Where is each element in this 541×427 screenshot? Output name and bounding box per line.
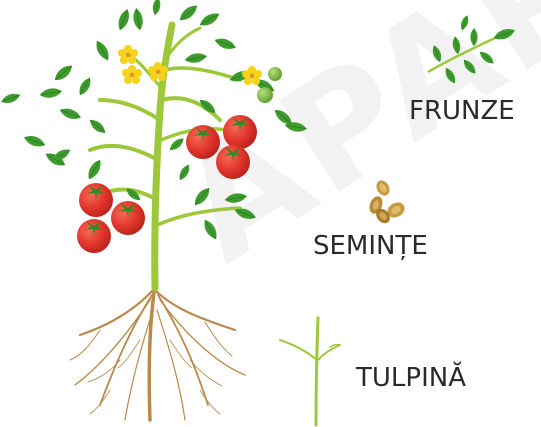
stem-sprout-icon [279, 316, 341, 427]
seeds-icon [369, 180, 405, 224]
leaf-sprig-icon [427, 14, 517, 86]
green-tomatoes [257, 67, 282, 103]
label-seeds: SEMINȚE [313, 231, 428, 261]
label-stem: TULPINĂ [356, 363, 466, 393]
plant-roots [69, 283, 246, 422]
label-leaves: FRUNZE [409, 96, 515, 126]
red-tomatoes [77, 115, 257, 253]
